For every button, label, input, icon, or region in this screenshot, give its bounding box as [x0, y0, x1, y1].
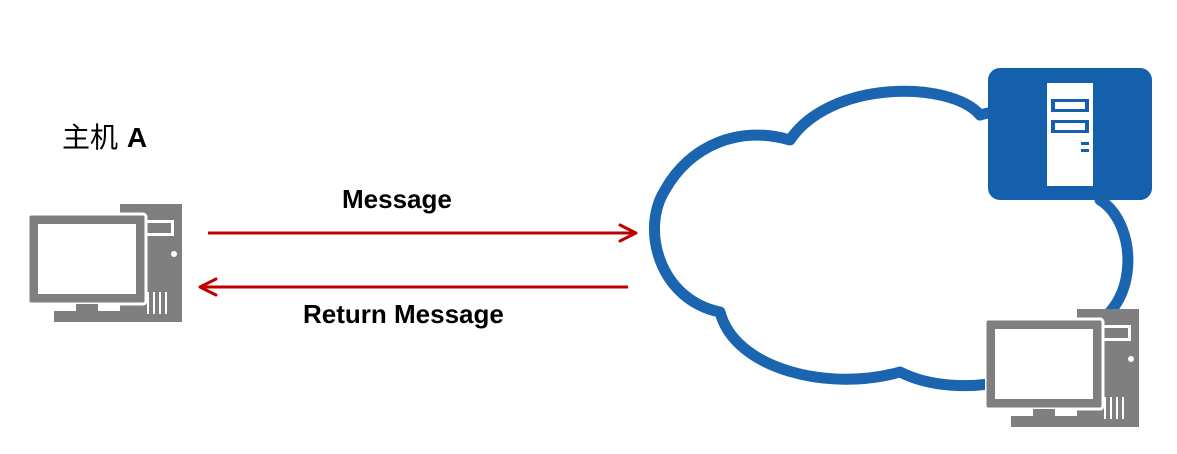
return-message-label: Return Message [303, 299, 504, 329]
host-a-computer-icon [28, 204, 184, 324]
host-a-label: 主机 A [62, 116, 147, 156]
server-icon [988, 68, 1152, 200]
message-label: Message [342, 184, 452, 214]
remote-computer-icon [985, 309, 1141, 429]
host-label-prefix: 主机 [62, 121, 127, 154]
host-label-name: A [126, 122, 148, 153]
